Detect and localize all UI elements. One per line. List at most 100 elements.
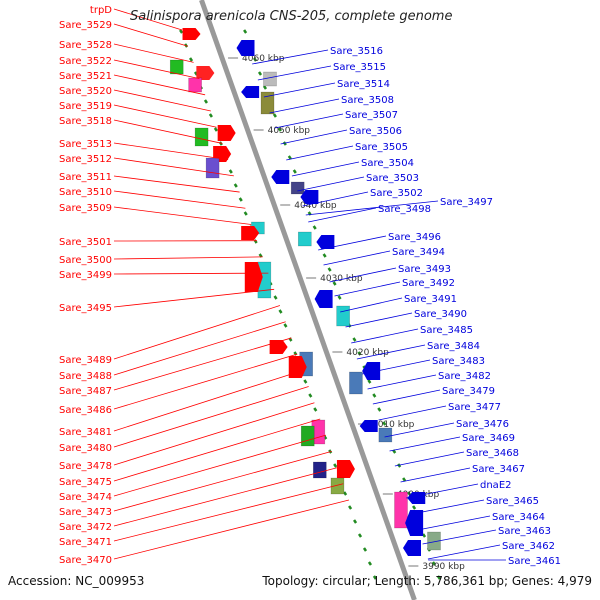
gene-arrow-plus: [288, 356, 307, 378]
gene-label-left: Sare_3478: [59, 461, 112, 472]
gene-block: [330, 477, 345, 495]
gene-label-right: Sare_3514: [337, 79, 390, 90]
gene-label-left: Sare_3472: [59, 522, 112, 533]
track-dash: [233, 183, 238, 188]
label-connector-left: [113, 256, 263, 260]
track-dash: [337, 295, 342, 300]
gene-label-right: Sare_3477: [448, 402, 501, 413]
track-dash: [188, 57, 194, 62]
track-dash: [332, 281, 337, 286]
label-connector-left: [113, 402, 315, 466]
label-connector-right: [257, 65, 332, 81]
label-connector-left: [113, 175, 240, 193]
label-connector-right: [263, 82, 336, 98]
track-dash: [228, 169, 233, 174]
gene-label-right: Sare_3483: [432, 356, 485, 367]
gene-label-right: Sare_3507: [345, 110, 398, 121]
gene-label-right: Sare_3492: [402, 278, 455, 289]
label-connector-right: [291, 161, 360, 177]
label-connector-left: [113, 434, 327, 497]
label-connector-right: [384, 422, 455, 438]
label-connector-left: [113, 272, 269, 275]
gene-label-right: dnaE2: [480, 480, 512, 491]
scale-tick-label: 4020 kbp: [346, 348, 389, 358]
track-dash: [303, 379, 308, 384]
gene-label-right: Sare_3482: [438, 371, 491, 382]
track-dash: [352, 337, 357, 342]
gene-block: [312, 461, 327, 479]
label-connector-right: [334, 281, 401, 297]
gene-block: [263, 71, 277, 87]
gene-block: [260, 91, 275, 115]
track-dash: [308, 393, 313, 398]
label-connector-left: [113, 43, 194, 63]
gene-label-left: Sare_3512: [59, 154, 112, 165]
scale-tick-label: 4040 kbp: [294, 201, 337, 211]
gene-label-right: Sare_3461: [508, 556, 561, 567]
track-dash: [213, 127, 218, 132]
gene-arrow-plus: [196, 66, 215, 80]
gene-label-left: Sare_3519: [59, 101, 112, 112]
gene-label-left: Sare_3488: [59, 371, 112, 382]
gene-label-right: Sare_3485: [420, 325, 473, 336]
label-connector-right: [340, 297, 403, 313]
scale-tick-label: 4030 kbp: [320, 274, 363, 284]
gene-label-right: Sare_3503: [366, 173, 419, 184]
gene-label-left: Sare_3486: [59, 405, 112, 416]
label-connector-left: [113, 206, 252, 225]
gene-label-right: Sare_3484: [427, 341, 480, 352]
label-connector-left: [113, 386, 309, 448]
label-connector-left: [113, 104, 217, 128]
track-dash: [312, 225, 317, 230]
gene-label-right: Sare_3491: [404, 294, 457, 305]
gene-label-left: Sare_3499: [59, 270, 112, 281]
label-connector-left: [113, 89, 211, 112]
gene-block: [300, 425, 315, 447]
label-connector-left: [113, 369, 304, 432]
gene-arrow-minus: [271, 170, 290, 184]
gene-label-right: Sare_3479: [442, 386, 495, 397]
label-connector-right: [308, 207, 377, 223]
scale-tick-label: 3990 kbp: [422, 562, 465, 572]
label-connector-right: [378, 405, 447, 421]
track-dash: [243, 29, 248, 34]
track-dash: [382, 421, 387, 426]
gene-arrow-plus: [217, 125, 236, 141]
label-connector-left: [113, 59, 200, 80]
gene-label-left: Sare_3495: [59, 303, 112, 314]
track-dash: [273, 295, 278, 300]
gene-label-left: Sare_3470: [59, 555, 112, 566]
label-connector-right: [400, 467, 471, 483]
gene-label-right: Sare_3468: [466, 448, 519, 459]
track-dash: [277, 127, 282, 132]
gene-label-left: Sare_3489: [59, 355, 112, 366]
gene-arrow-minus: [241, 86, 260, 98]
label-connector-right: [406, 483, 479, 499]
label-connector-right: [305, 200, 439, 216]
label-connector-left: [113, 450, 332, 512]
track-dash: [407, 491, 412, 496]
gene-label-left: Sare_3474: [59, 492, 112, 503]
track-dash: [372, 575, 377, 580]
label-connector-left: [113, 483, 344, 542]
label-connector-right: [389, 436, 461, 452]
label-connector-right: [302, 191, 369, 207]
gene-label-right: Sare_3497: [440, 197, 493, 208]
gene-arrow-plus: [182, 28, 201, 40]
track-dash: [357, 351, 362, 356]
gene-label-left: Sare_3518: [59, 116, 112, 127]
gene-label-right: Sare_3515: [333, 62, 386, 73]
label-connector-right: [252, 49, 329, 65]
track-dash: [327, 267, 332, 272]
gene-label-right: Sare_3505: [355, 142, 408, 153]
track-dash: [208, 113, 213, 118]
label-connector-left: [113, 418, 321, 482]
gene-label-left: Sare_3510: [59, 187, 112, 198]
gene-arrow-plus: [244, 262, 263, 292]
gene-label-right: Sare_3506: [349, 126, 402, 137]
gene-label-right: Sare_3508: [341, 95, 394, 106]
gene-block: [290, 181, 305, 195]
track-dash: [421, 533, 427, 538]
track-dash: [257, 71, 263, 76]
label-connector-left: [113, 499, 350, 560]
